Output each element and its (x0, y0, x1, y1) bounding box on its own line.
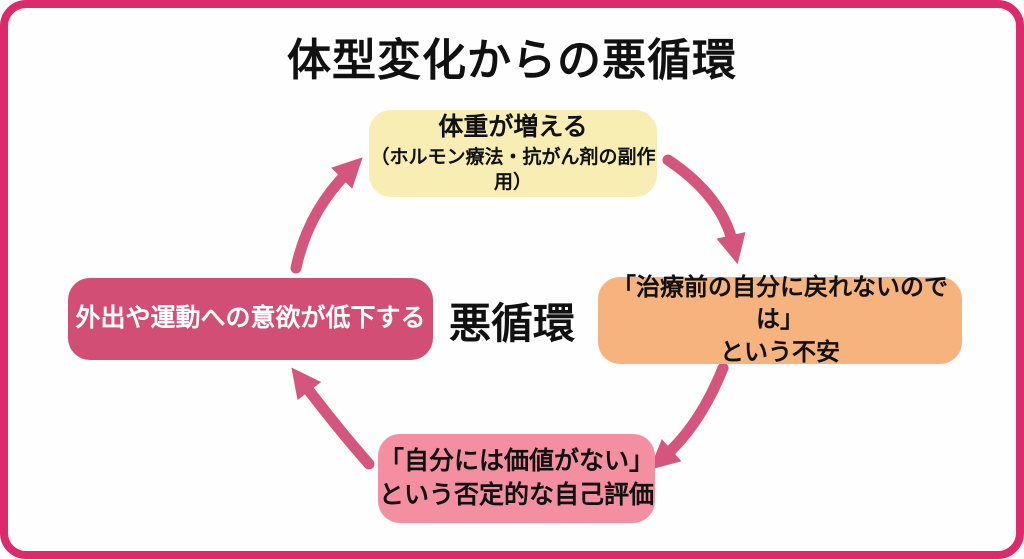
node-primary-text: 外出や運動への意欲が低下する (75, 304, 426, 333)
diagram-title: 体型変化からの悪循環 (287, 36, 737, 85)
arrow-left-to-top (290, 157, 363, 274)
node-weight-gain: 体重が増える （ホルモン療法・抗がん剤の副作用） (369, 110, 657, 197)
node-anxiety: 「治療前の自分に戻れないのでは」 という不安 (598, 274, 962, 366)
arrow-right-to-bottom (649, 362, 729, 470)
arrow-top-to-right (662, 154, 746, 265)
center-label: 悪循環 (448, 300, 576, 347)
node-secondary-text: という不安 (720, 338, 840, 366)
node-decreased-motivation: 外出や運動への意欲が低下する (68, 278, 433, 360)
node-negative-self-evaluation: 「自分には価値がない」 という否定的な自己評価 (378, 434, 655, 523)
node-secondary-text: という否定的な自己評価 (378, 480, 654, 509)
node-primary-text: 「治療前の自分に戻れないのでは」 (612, 273, 948, 334)
arrow-bottom-to-left (291, 367, 375, 470)
node-primary-text: 体重が増える (438, 112, 588, 141)
node-secondary-text: （ホルモン療法・抗がん剤の副作用） (370, 146, 656, 194)
node-primary-text: 「自分には価値がない」 (378, 446, 654, 475)
